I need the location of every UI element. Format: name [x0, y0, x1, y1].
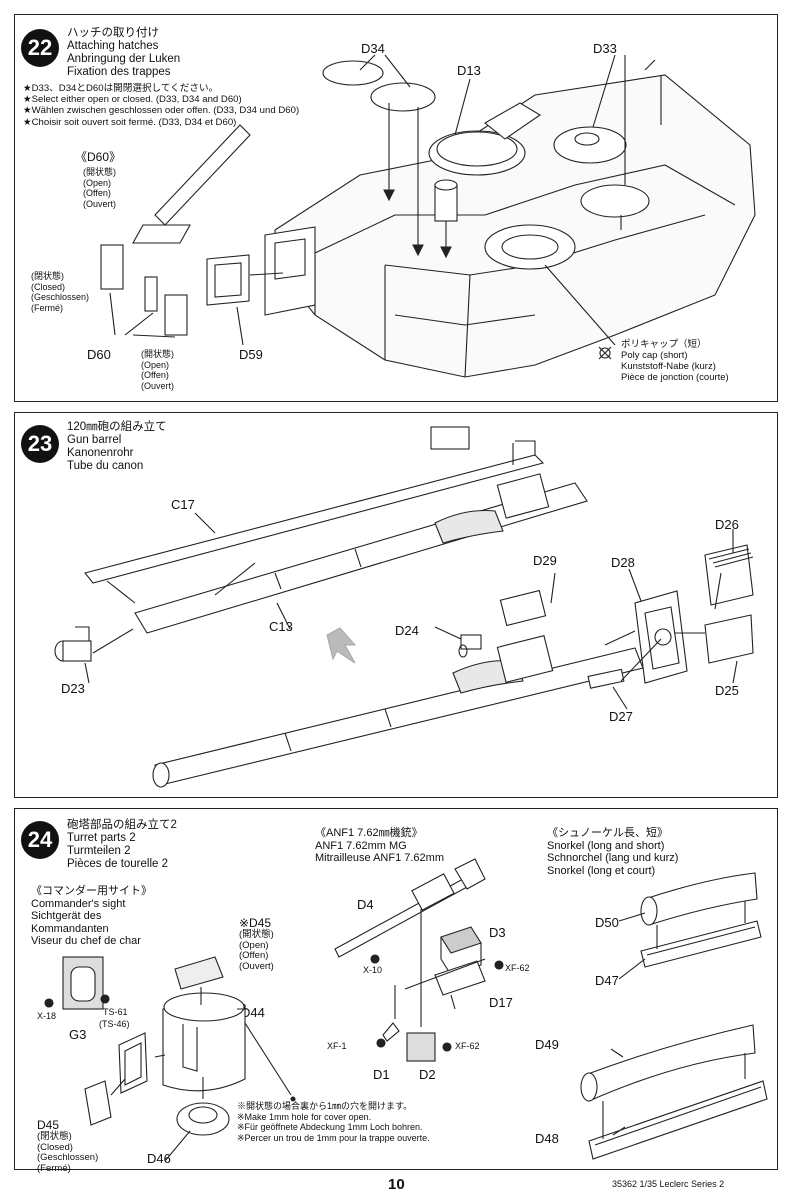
title-jp: 120㎜砲の組み立て [67, 421, 167, 433]
page-number: 10 [388, 1176, 405, 1193]
part-d25: D25 [715, 683, 739, 698]
title-jp: ハッチの取り付け [67, 27, 159, 39]
part-d34: D34 [361, 41, 385, 56]
step-23-drawing [54, 426, 754, 788]
part-d4: D4 [357, 897, 374, 912]
hole-notes: ※開状態の場合裏から1㎜の穴を開けます。※Make 1mm hole for c… [237, 1101, 430, 1143]
part-d26: D26 [715, 517, 739, 532]
step-number-23: 23 [21, 425, 59, 463]
title-fr: Tube du canon [67, 460, 144, 472]
paint-xf62b: XF-62 [455, 1041, 480, 1051]
part-d46: D46 [147, 1151, 171, 1166]
part-d59: D59 [239, 347, 263, 362]
part-d23: D23 [61, 681, 85, 696]
paint-xf62a: XF-62 [505, 963, 530, 973]
paint-ts46: (TS-46) [99, 1019, 130, 1029]
title-jp: 砲塔部品の組み立て2 [67, 819, 177, 831]
part-d48: D48 [535, 1131, 559, 1146]
part-d50: D50 [595, 915, 619, 930]
part-d33: D33 [593, 41, 617, 56]
title-en: Gun barrel [67, 434, 122, 446]
part-d60: D60 [87, 347, 111, 362]
part-d2: D2 [419, 1067, 436, 1082]
paint-x18: X-18 [37, 1011, 57, 1021]
d45-closed-label: D45(閉状態)(Closed)(Geschlossen)(Fermé) [37, 1118, 99, 1174]
d60-header: 《D60》 [75, 150, 122, 164]
title-fr: Fixation des trappes [67, 66, 171, 78]
title-en: Turret parts 2 [67, 832, 136, 844]
part-d49: D49 [535, 1037, 559, 1052]
part-d3: D3 [489, 925, 506, 940]
step-22-panel: 22 ハッチの取り付け Attaching hatches Anbringung… [14, 14, 778, 402]
part-d24: D24 [395, 623, 419, 638]
title-de: Turmteilen 2 [67, 845, 131, 857]
part-d27: D27 [609, 709, 633, 724]
paint-ts61: TS-61 [103, 1007, 128, 1017]
step-24-title: 砲塔部品の組み立て2 Turret parts 2 Turmteilen 2 P… [67, 819, 177, 871]
step-22-notes: ★D33、D34とD60は開閉選択してください。 ★Select either … [23, 83, 299, 128]
step-24-drawing [44, 858, 768, 1162]
step-22-drawing [100, 54, 756, 378]
note-line: ★Wählen zwischen geschlossen oder offen.… [23, 105, 300, 117]
d60-open-label: (開状態)(Open)(Offen)(Ouvert) [83, 167, 117, 209]
polycap-label: ポリキャップ（短）Poly cap (short)Kunststoff-Nabe… [621, 339, 729, 383]
part-d47: D47 [595, 973, 619, 988]
part-d28: D28 [611, 555, 635, 570]
note-line: ★Select either open or closed. (D33, D34… [23, 94, 242, 106]
title-de: Anbringung der Luken [67, 53, 181, 65]
step-23-panel: 23 120㎜砲の組み立て Gun barrel Kanonenrohr Tub… [14, 412, 778, 798]
paint-xf1: XF-1 [327, 1041, 347, 1051]
step-22-title: ハッチの取り付け Attaching hatches Anbringung de… [67, 27, 180, 79]
note-line: ★Choisir soit ouvert soit fermé. (D33, D… [23, 116, 237, 128]
footer-code: 35362 1/35 Leclerc Series 2 [612, 1179, 725, 1189]
d45-open-label: ※D45(開状態)(Open)(Offen)(Ouvert) [239, 916, 274, 972]
step-number-22: 22 [21, 29, 59, 67]
d60-closed-label: (閉状態)(Closed)(Geschlossen)(Fermé) [31, 271, 90, 313]
part-d13: D13 [457, 63, 481, 78]
part-d29: D29 [533, 553, 557, 568]
part-d1: D1 [373, 1067, 390, 1082]
title-fr: Pièces de tourelle 2 [67, 858, 169, 870]
part-g3: G3 [69, 1027, 87, 1042]
title-en: Attaching hatches [67, 40, 159, 52]
snorkel-header: 《シュノーケル長、短》Snorkel (long and short)Schno… [547, 827, 679, 877]
part-d17: D17 [489, 995, 513, 1010]
note-line: ★D33、D34とD60は開閉選択してください。 [23, 83, 219, 94]
part-c17: C17 [171, 497, 195, 512]
step-24-panel: 24 砲塔部品の組み立て2 Turret parts 2 Turmteilen … [14, 808, 778, 1173]
step-23-title: 120㎜砲の組み立て Gun barrel Kanonenrohr Tube d… [67, 421, 167, 473]
title-de: Kanonenrohr [67, 447, 134, 459]
step-number-24: 24 [21, 821, 59, 859]
d59-open-label: (開状態)(Open)(Offen)(Ouvert) [141, 349, 175, 391]
paint-x10: X-10 [363, 965, 383, 975]
